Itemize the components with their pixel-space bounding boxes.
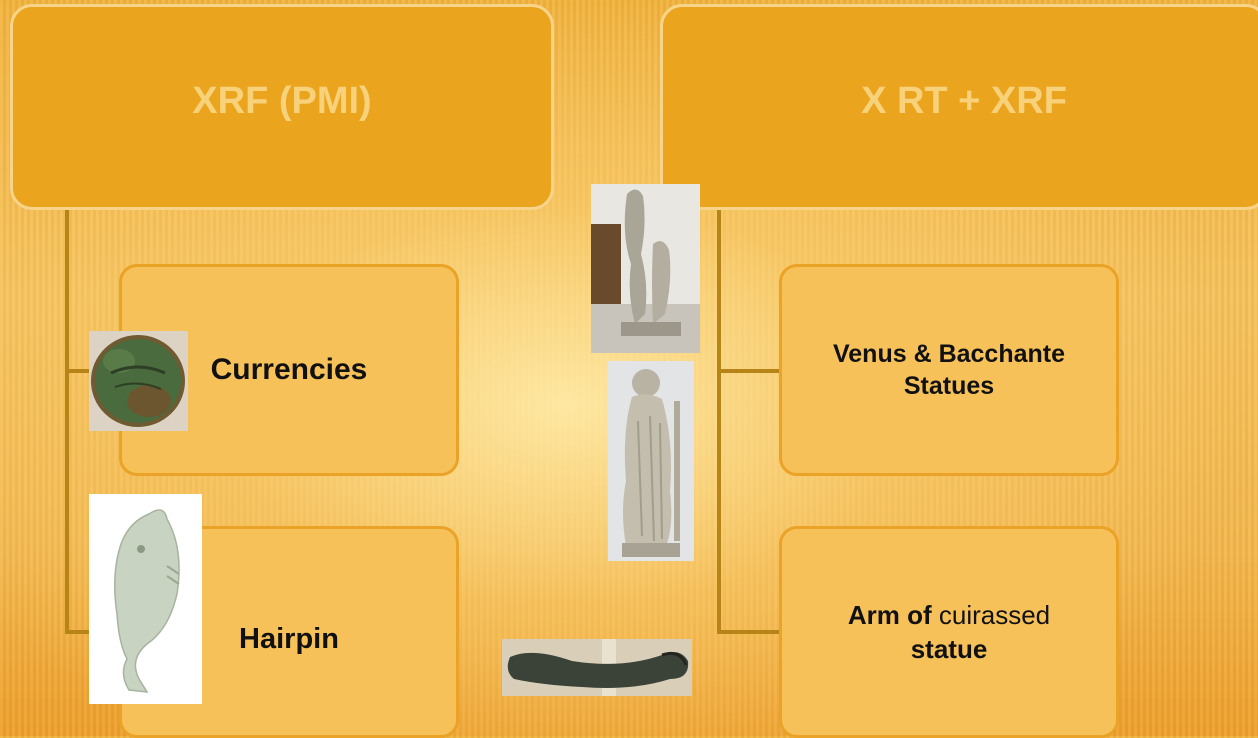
arm-label-bold1: Arm of	[848, 600, 932, 630]
currencies-label: Currencies	[211, 353, 368, 387]
arm-label-bold2: statue	[911, 634, 988, 664]
hairpin-image	[89, 494, 202, 704]
venus-label-line1: Venus & Bacchante	[833, 338, 1065, 370]
left-connector-vertical	[65, 210, 69, 634]
hairpin-label: Hairpin	[239, 623, 339, 656]
xrt-xrf-header: X RT + XRF	[660, 4, 1258, 210]
arm-statue-box: Arm of cuirassed statue	[779, 526, 1119, 738]
cuirassed-arm-image	[502, 639, 692, 696]
venus-bacchante-statue-image	[591, 184, 700, 353]
right-connector-vertical	[717, 210, 721, 634]
venus-label-line2: Statues	[833, 370, 1065, 402]
right-connector-statues	[717, 369, 783, 373]
xrf-pmi-header: XRF (PMI)	[10, 4, 554, 210]
venus-bacchante-box: Venus & Bacchante Statues	[779, 264, 1119, 476]
xrf-pmi-title: XRF (PMI)	[192, 80, 371, 123]
draped-statue-image	[608, 361, 694, 561]
coin-image	[89, 331, 188, 431]
arm-label-normal: cuirassed	[932, 600, 1051, 630]
right-connector-arm	[717, 630, 783, 634]
xrt-xrf-title: X RT + XRF	[861, 80, 1067, 123]
